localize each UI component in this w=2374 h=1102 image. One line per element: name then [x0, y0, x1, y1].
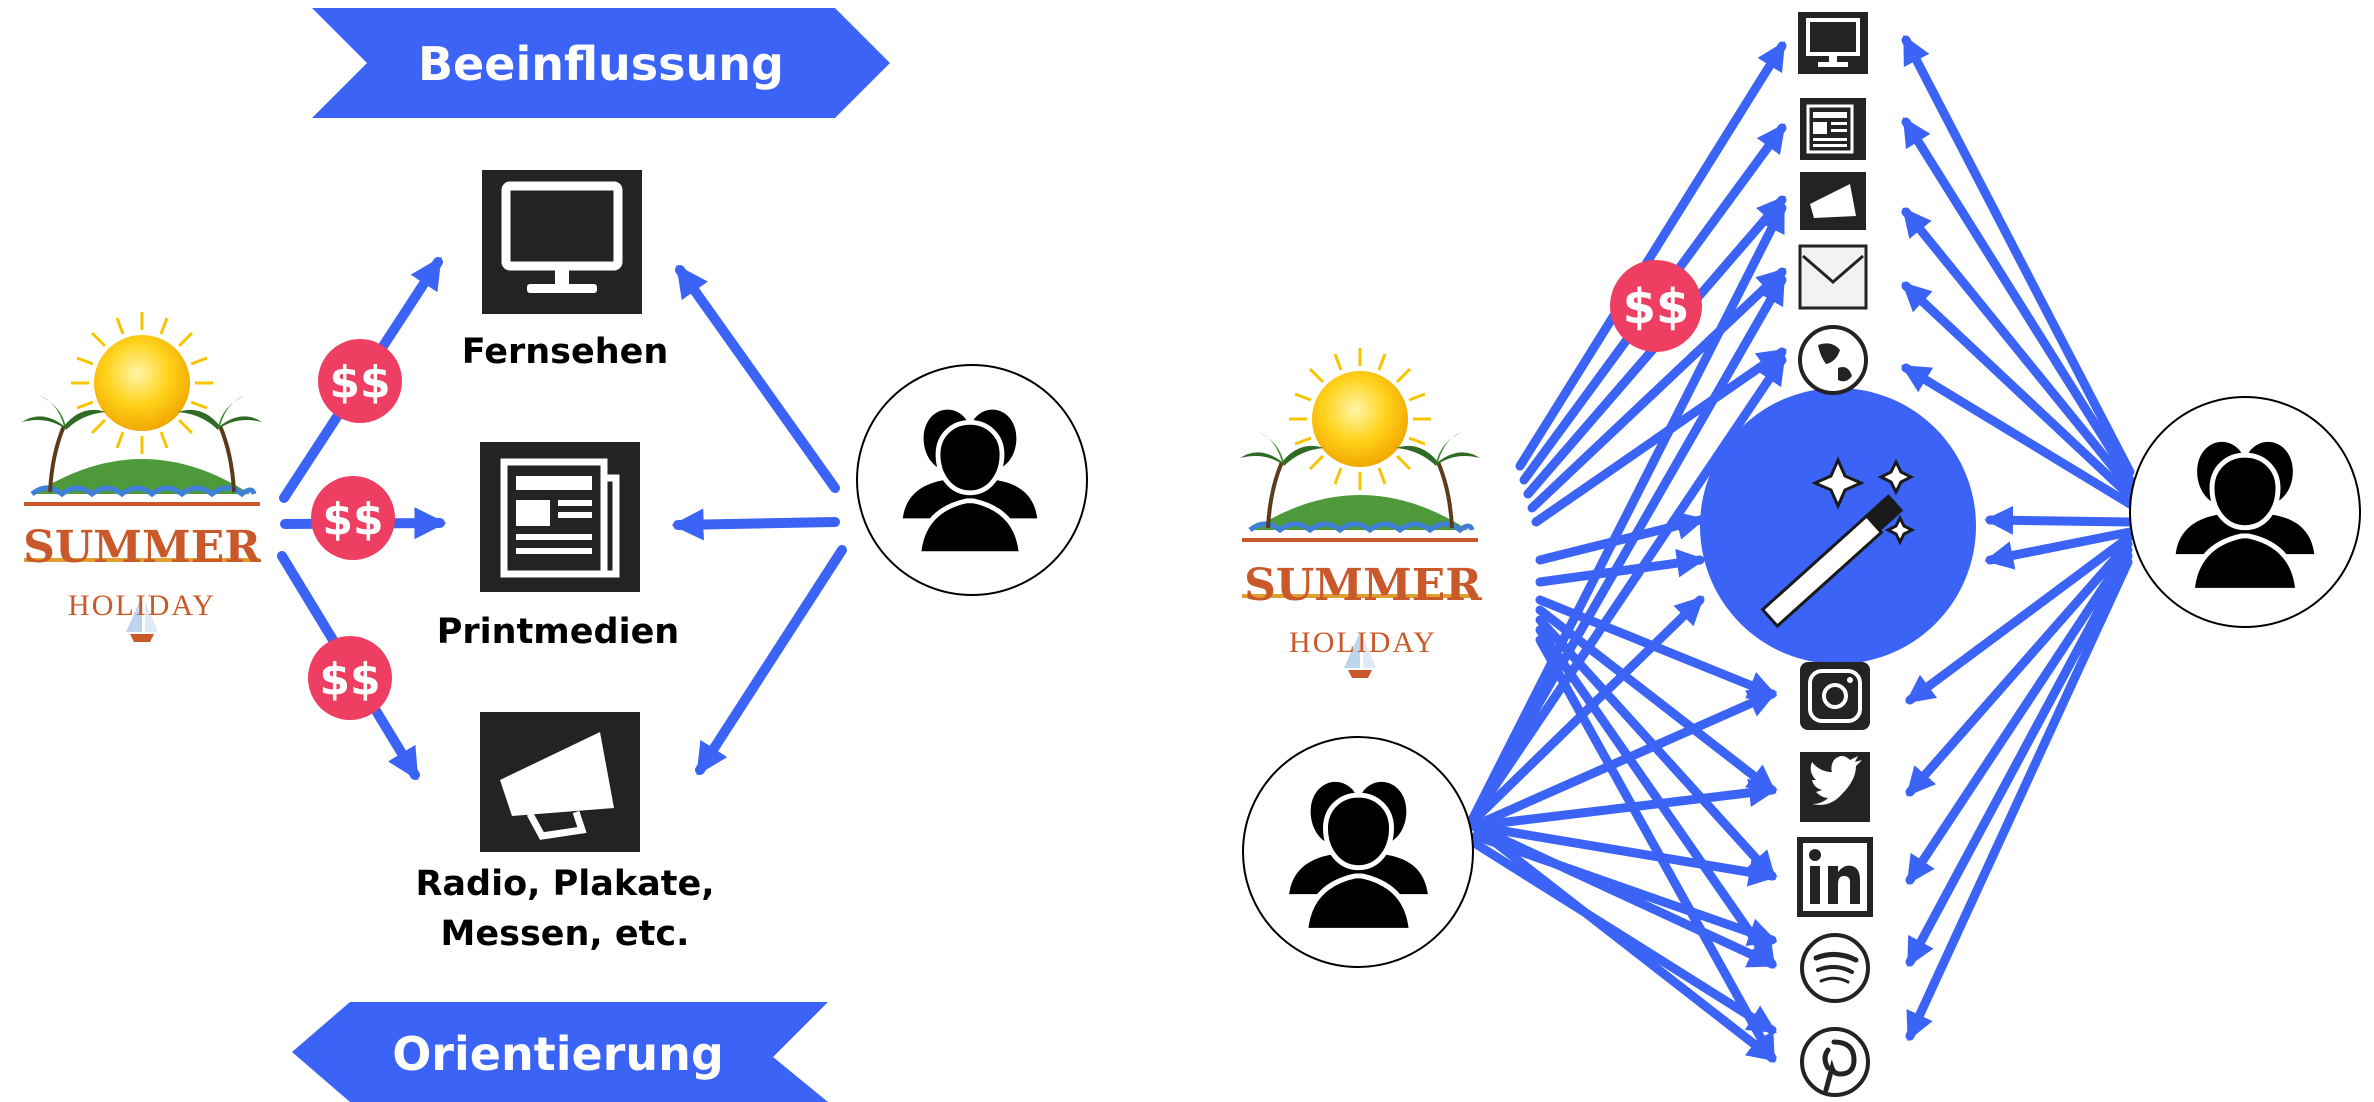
mail-icon	[1798, 244, 1868, 310]
megaphone-icon	[1800, 172, 1866, 230]
arrow-audience-to-radio	[695, 545, 847, 776]
summer-holiday-logo-right: SUMMER HOLIDAY	[1240, 348, 1482, 678]
linkedin-icon	[1797, 837, 1873, 917]
arrow-audience-right-to-channel	[1901, 207, 2135, 493]
arrow-audience-to-tv	[675, 264, 840, 493]
svg-text:$$: $$	[329, 357, 390, 408]
arrow-audience-bottom-to-channel	[1469, 778, 1778, 831]
arrow-audience-right-to-channel	[1901, 117, 2135, 485]
arrow-audience-bottom-to-channel	[1469, 821, 1778, 887]
arrow-brand-to-top-channel	[1515, 41, 1787, 471]
banner-orientierung: Orientierung	[292, 1002, 828, 1102]
arrow-brand-to-bottom-channel	[1535, 635, 1777, 1064]
arrow-audience-bottom-to-channel	[1467, 202, 1787, 825]
arrow-brand-to-top-channel	[1527, 267, 1787, 513]
svg-text:$$: $$	[322, 494, 383, 545]
tv-label: Fernsehen	[462, 332, 669, 372]
svg-text:$$: $$	[1623, 279, 1690, 335]
arrow-brand-to-bottom-channel	[1535, 625, 1777, 969]
print-label: Printmedien	[437, 612, 679, 652]
arrow-audience-right-to-channel	[1901, 363, 2135, 509]
spotify-icon	[1800, 933, 1870, 1003]
logo-holiday-text: HOLIDAY	[68, 589, 216, 622]
arrow-audience-bottom-to-channel	[1471, 831, 1778, 946]
arrow-audience-right-to-channel	[1905, 539, 2133, 797]
radio-label-line2: Messen, etc.	[441, 914, 690, 954]
right-channel-icons	[1797, 12, 1873, 1097]
banner-beeinflussung: Beeinflussung	[312, 8, 890, 118]
arrow-audience-bottom-to-channel	[1471, 839, 1777, 1035]
badge-cost-radio: $$	[308, 636, 392, 720]
logo-holiday-text-right: HOLIDAY	[1289, 626, 1437, 659]
audience-circle-right	[2129, 396, 2361, 628]
magic-wand-icon	[1760, 456, 1916, 629]
arrow-audience-right-to-channel	[1901, 34, 2135, 477]
pinterest-icon	[1800, 1027, 1870, 1097]
logo-summer-text-right: SUMMER	[1244, 560, 1482, 611]
audience-circle-bottom	[1242, 736, 1474, 968]
central-hub	[1700, 388, 1976, 664]
twitter-icon	[1800, 752, 1870, 822]
audience-circle-left	[856, 364, 1088, 596]
arrow-audience-bottom-to-channel	[1469, 821, 1777, 1063]
badge-cost-print: $$	[311, 476, 395, 560]
arrow-audience-bottom-to-channel	[1467, 355, 1787, 825]
newspaper-icon	[1800, 98, 1866, 160]
arrow-audience-right-to-channel	[1905, 557, 2133, 1042]
badge-cost-tv: $$	[318, 339, 402, 423]
instagram-icon	[1800, 662, 1870, 730]
banner-beeinflussung-label: Beeinflussung	[418, 37, 784, 91]
radio-label-line1: Radio, Plakate,	[415, 864, 714, 904]
right-network-arrows	[1467, 34, 2135, 1064]
audience-to-channel-arrows	[671, 264, 847, 776]
arrow-audience-right-to-channel	[1905, 533, 2133, 705]
arrow-audience-bottom-to-hub	[1467, 595, 1705, 827]
radio-channel: Radio, Plakate, Messen, etc.	[415, 712, 715, 954]
megaphone-icon	[500, 732, 614, 840]
arrow-audience-bottom-to-channel	[1467, 275, 1787, 825]
print-channel: Printmedien	[437, 442, 679, 652]
arrow-audience-right-to-channel	[1901, 281, 2135, 501]
badge-cost-right: $$	[1610, 260, 1702, 352]
monitor-icon	[1798, 12, 1868, 74]
arrow-audience-right-to-channel	[1905, 545, 2133, 885]
arrow-audience-right-to-hub	[1984, 527, 2135, 570]
arrow-audience-to-print	[671, 508, 840, 541]
arrow-audience-right-to-channel	[1905, 551, 2133, 968]
arrow-audience-bottom-to-channel	[1469, 689, 1778, 831]
banner-orientierung-label: Orientierung	[392, 1027, 724, 1081]
summer-holiday-logo-left: SUMMER HOLIDAY	[22, 312, 262, 642]
logo-summer-text: SUMMER	[23, 522, 261, 573]
newspaper-icon	[500, 458, 620, 578]
arrow-brand-to-top-channel	[1531, 347, 1787, 527]
globe-icon	[1798, 325, 1868, 395]
arrow-audience-right-to-hub	[1984, 505, 2135, 535]
svg-text:$$: $$	[319, 654, 380, 705]
tv-channel: Fernsehen	[462, 170, 669, 372]
